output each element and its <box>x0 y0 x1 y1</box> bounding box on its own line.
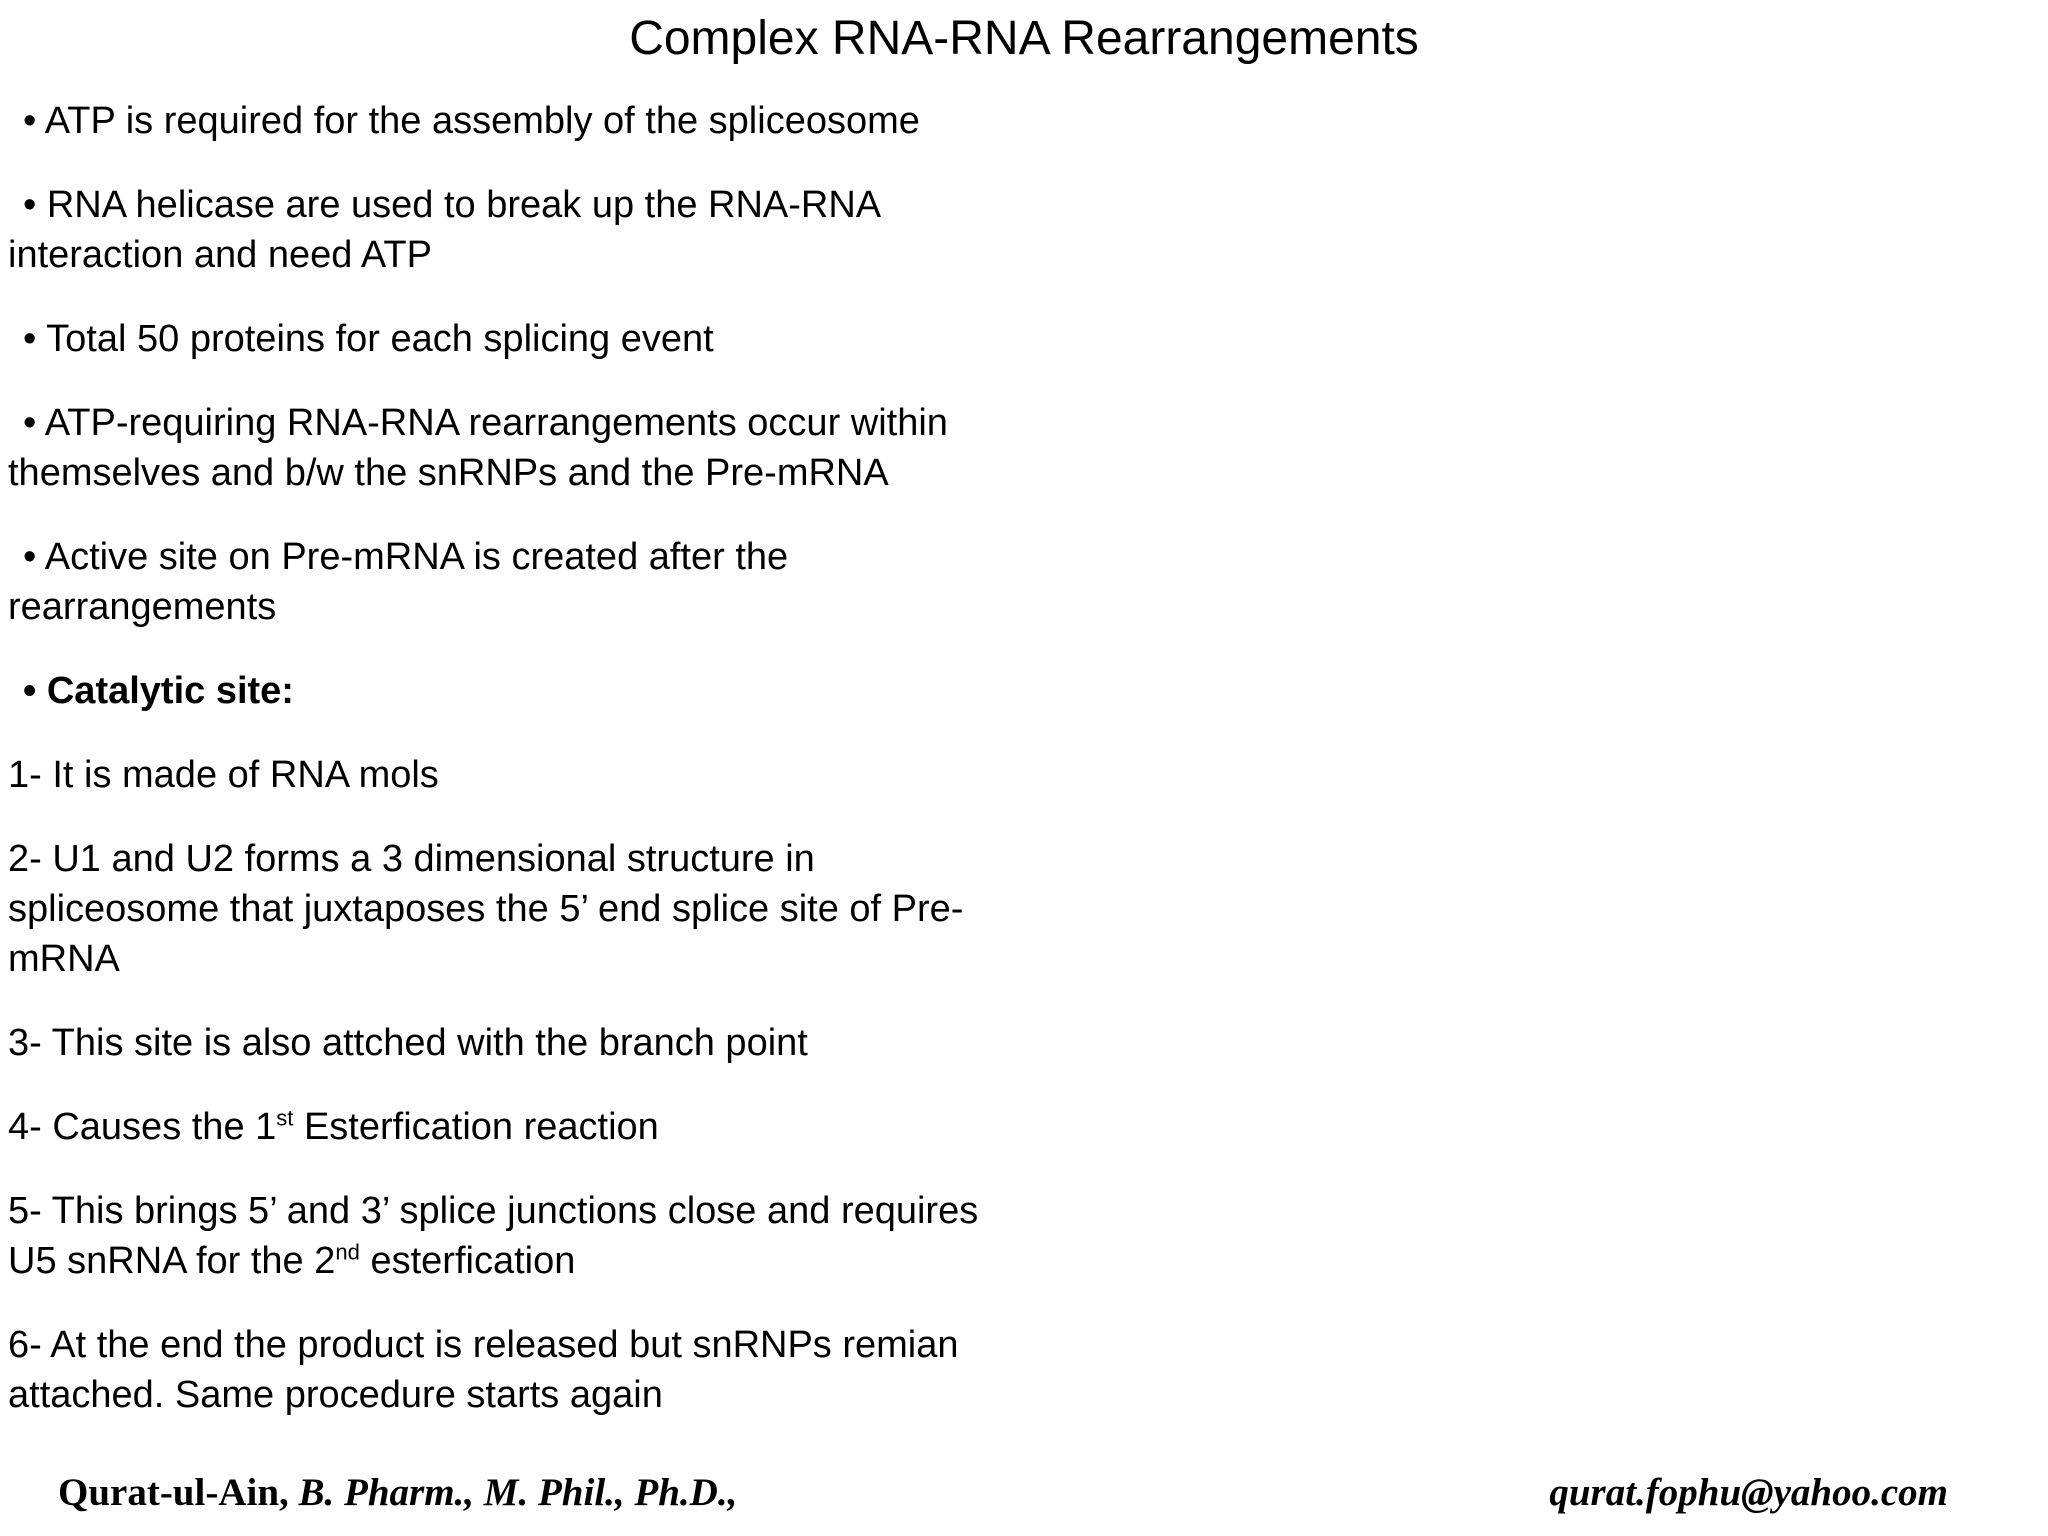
bullet-catalytic-site-heading: • Catalytic site: <box>23 670 294 712</box>
ordinal-suffix-nd: nd <box>335 1239 360 1265</box>
bullet-atp-assembly: • ATP is required for the assembly of th… <box>23 100 920 142</box>
point-3-branch-point: 3- This site is also attched with the br… <box>8 1022 808 1064</box>
slide-content: • ATP is required for the assembly of th… <box>0 68 1400 1420</box>
bullet-total-proteins: • Total 50 proteins for each splicing ev… <box>23 318 714 360</box>
bullet-rna-helicase: • RNA helicase are used to break up the … <box>8 184 882 276</box>
point-4-first-esterfication: 4- Causes the 1st Esterfication reaction <box>8 1102 1400 1152</box>
point-4-text-before-sup: 4- Causes the 1 <box>8 1106 277 1148</box>
point-4-text-after-sup: Esterfication reaction <box>293 1106 659 1148</box>
slide: Complex RNA-RNA Rearrangements • ATP is … <box>0 10 2048 1536</box>
author-name: Qurat-ul-Ain, <box>58 1471 299 1514</box>
slide-footer: Qurat-ul-Ain, B. Pharm., M. Phil., Ph.D.… <box>58 1470 1948 1515</box>
bullet-atp-rearrangements: • ATP-requiring RNA-RNA rearrangements o… <box>8 402 948 494</box>
point-5-text-after-sup: esterfication <box>359 1240 576 1282</box>
slide-title: Complex RNA-RNA Rearrangements <box>629 12 1419 65</box>
point-5-second-esterfication: 5- This brings 5’ and 3’ splice junction… <box>8 1186 1400 1286</box>
point-1-rna-mols: 1- It is made of RNA mols <box>8 754 439 796</box>
bullet-active-site: • Active site on Pre-mRNA is created aft… <box>8 536 789 628</box>
author-credit: Qurat-ul-Ain, B. Pharm., M. Phil., Ph.D.… <box>58 1470 737 1515</box>
point-2-u1-u2-structure: 2- U1 and U2 forms a 3 dimensional struc… <box>8 838 964 980</box>
point-5-text-before-sup: 5- This brings 5’ and 3’ splice junction… <box>8 1190 979 1282</box>
ordinal-suffix-st: st <box>276 1105 294 1131</box>
point-6-product-released: 6- At the end the product is released bu… <box>8 1324 959 1416</box>
author-credentials: B. Pharm., M. Phil., Ph.D., <box>298 1471 738 1514</box>
author-email: qurat.fophu@yahoo.com <box>1549 1471 1948 1514</box>
